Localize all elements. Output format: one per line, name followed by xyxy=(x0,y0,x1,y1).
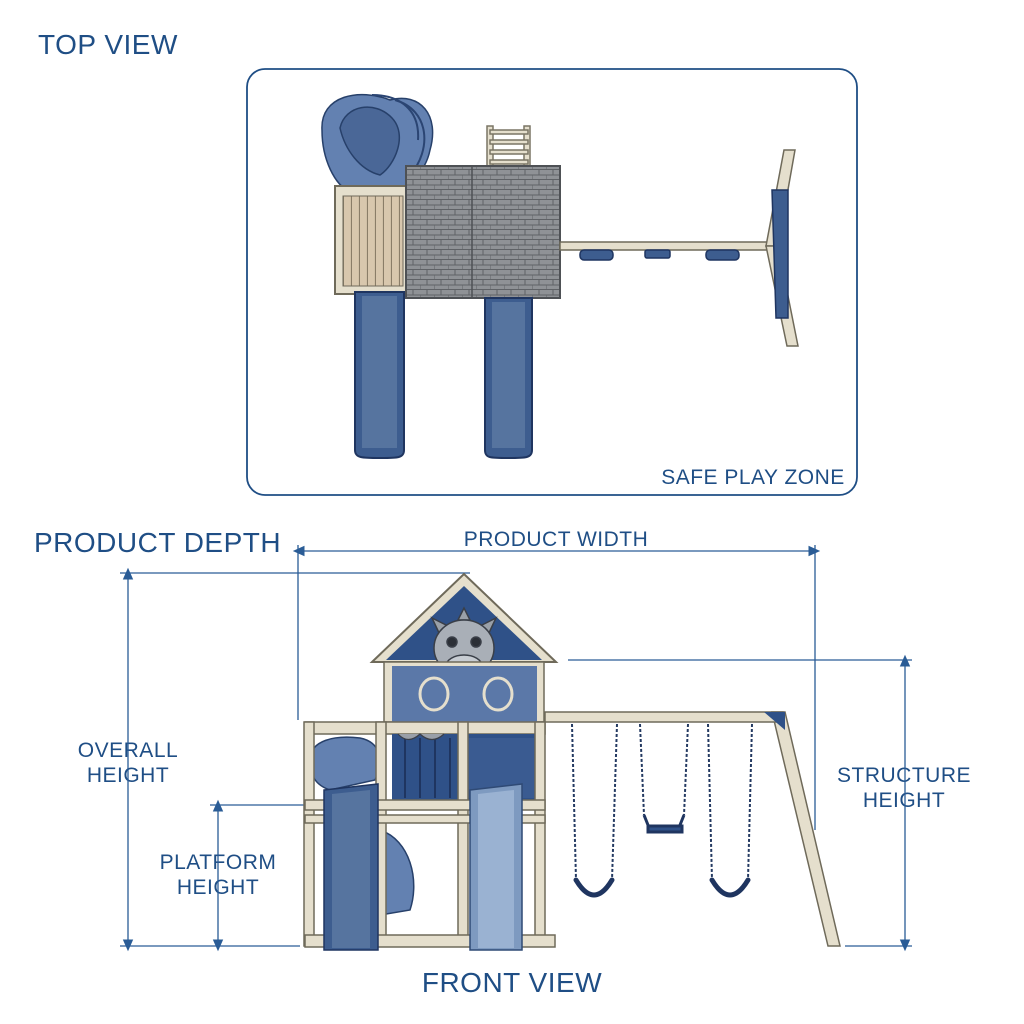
house-window-left xyxy=(418,676,450,712)
slides-top xyxy=(354,291,533,459)
safe-play-zone-label: SAFE PLAY ZONE xyxy=(661,466,845,489)
slide-dark-front xyxy=(323,783,379,951)
front-view-playset xyxy=(303,572,841,951)
swing-seats-top xyxy=(579,249,740,261)
swing-beam-top xyxy=(559,241,776,251)
beam-bracket xyxy=(764,712,785,730)
product-width-label: PRODUCT WIDTH xyxy=(463,528,649,551)
top-rail xyxy=(304,721,546,735)
tube-slide-front xyxy=(309,736,381,791)
tube-slide-top xyxy=(321,93,434,193)
deck-planks xyxy=(342,195,404,287)
house-window-right xyxy=(482,676,514,712)
house-wall-panel xyxy=(392,666,537,722)
swing-beam-front xyxy=(544,711,784,723)
trapeze-front xyxy=(642,814,686,834)
ladder-top xyxy=(486,125,531,171)
swings-front xyxy=(571,723,753,881)
dimension-lines xyxy=(120,545,912,952)
slide-light-front xyxy=(469,783,523,951)
product-depth-label: PRODUCT DEPTH xyxy=(34,527,282,558)
front-view-title: FRONT VIEW xyxy=(421,967,603,998)
swing-leg-front xyxy=(771,711,841,947)
safe-play-zone-frame xyxy=(246,68,858,496)
a-frame-top xyxy=(765,149,799,347)
tower-railing xyxy=(404,738,451,798)
top-view-playset xyxy=(321,93,799,459)
top-view-title: TOP VIEW xyxy=(38,29,178,60)
belt-swing-2 xyxy=(709,877,751,898)
roof-top xyxy=(405,165,561,299)
belt-swing-1 xyxy=(573,877,615,898)
